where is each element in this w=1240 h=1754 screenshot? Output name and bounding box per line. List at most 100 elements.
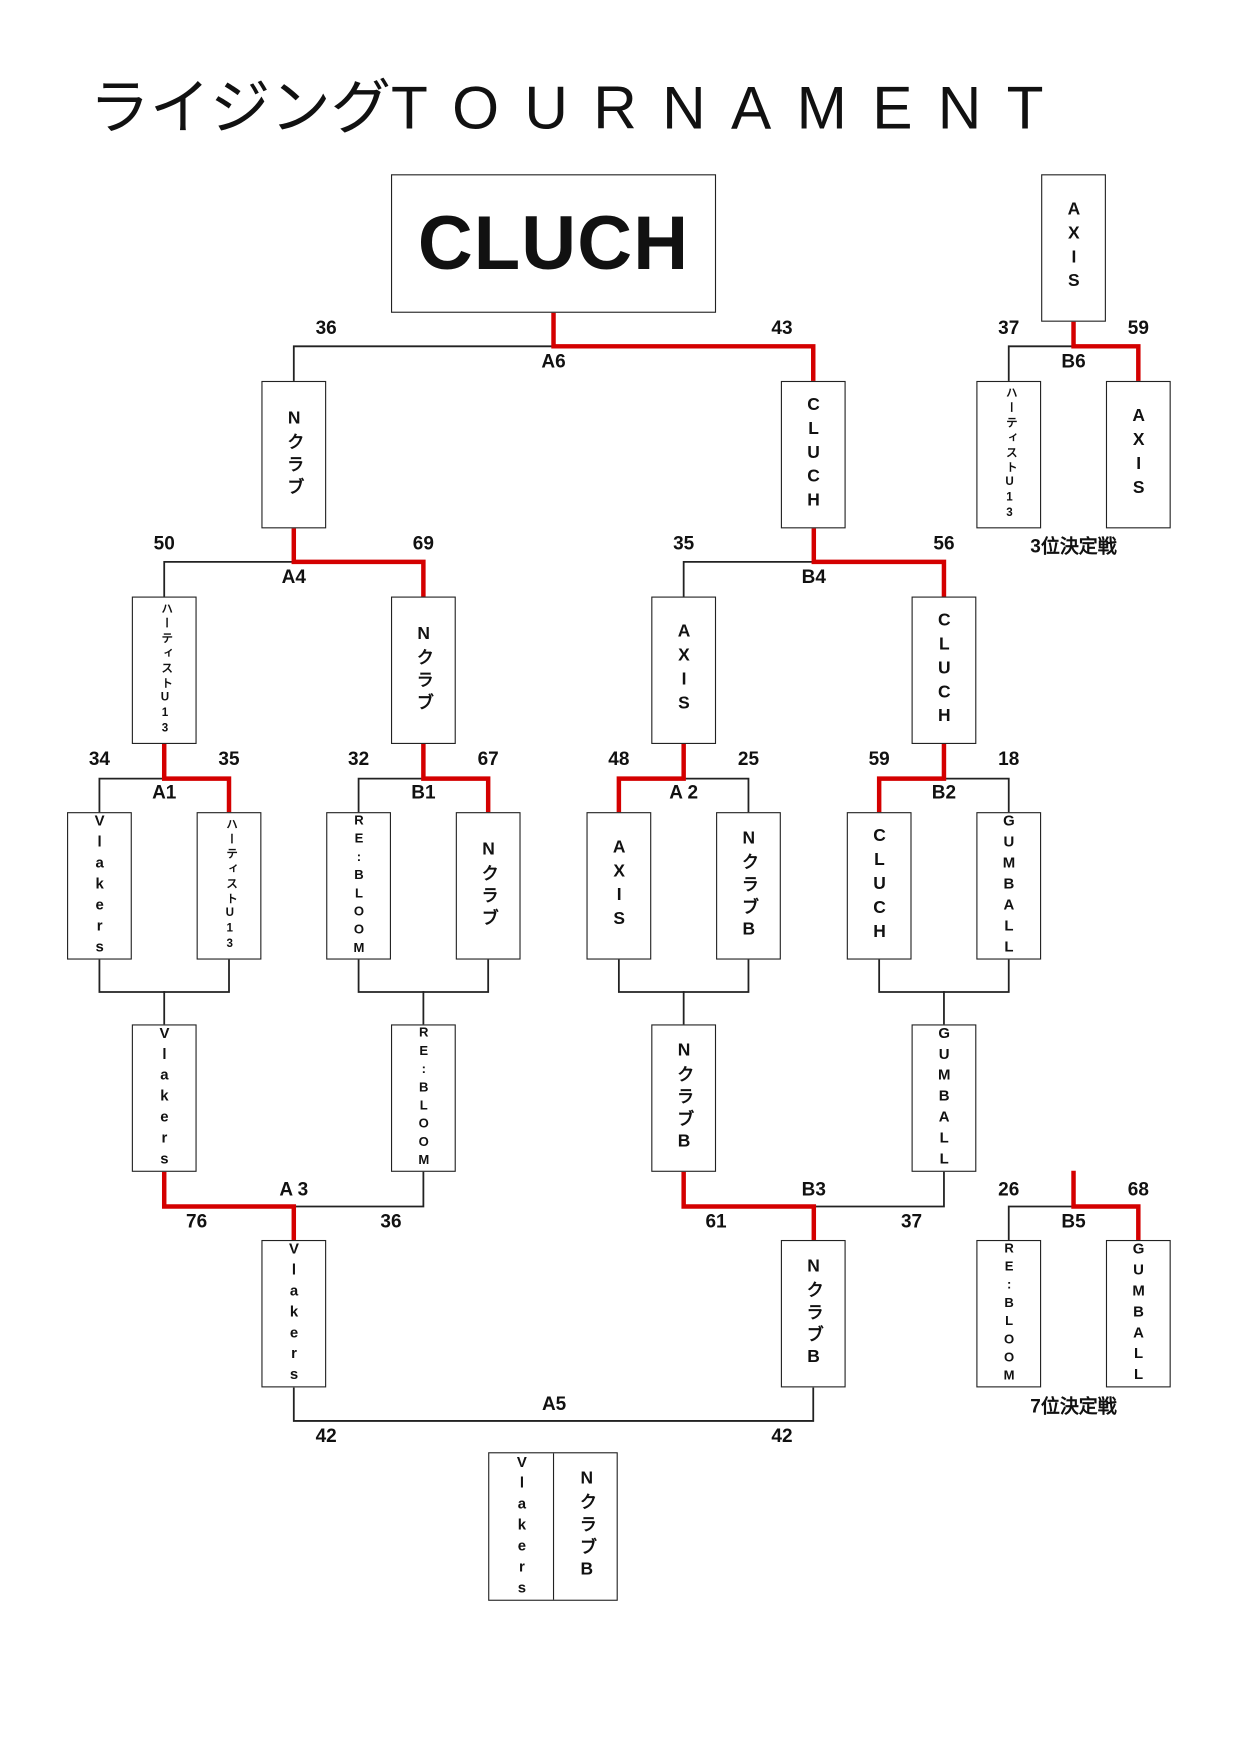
bracket-line-A5 xyxy=(292,1387,815,1422)
team-name: RE:BLOOM xyxy=(1001,1240,1017,1387)
team-box: ハーティストU13 xyxy=(976,380,1042,529)
team-name: GUMBALL xyxy=(1130,1240,1147,1388)
team-box: GUMBALL xyxy=(911,1024,977,1172)
match-label: B3 xyxy=(801,1178,826,1200)
score-left: 48 xyxy=(608,748,630,770)
team-box: AXIS xyxy=(586,812,652,960)
match-label: A1 xyxy=(152,781,177,804)
team-box: CLUCH xyxy=(780,380,846,529)
score-right: 35 xyxy=(218,748,240,770)
match-label: A6 xyxy=(541,350,566,372)
team-name: GUMBALL xyxy=(935,1024,953,1172)
team-box: RE:BLOOM xyxy=(326,812,391,960)
team-box: ハーティストU13 xyxy=(131,596,197,744)
team-name: Vlakers xyxy=(285,1240,303,1388)
team-box: NクラブB xyxy=(651,1024,717,1172)
winner-path-B4 xyxy=(811,526,947,599)
winner-path-B3 xyxy=(681,1169,817,1243)
winner-path-B1 xyxy=(421,741,491,815)
final-team-cell: Vlakers xyxy=(489,1453,554,1600)
third-place-caption: 3位決定戦 xyxy=(1030,535,1117,557)
score-left: 50 xyxy=(153,532,175,555)
final-team-cell: NクラブB xyxy=(554,1453,619,1599)
score-left: 34 xyxy=(88,748,110,770)
team-name: Nクラブ xyxy=(284,409,304,501)
score-left: 76 xyxy=(186,1210,208,1233)
team-box: NクラブB xyxy=(716,812,781,960)
team-box: ハーティストU13 xyxy=(196,812,262,960)
team-name: CLUCH xyxy=(869,826,889,946)
team-name: NクラブB xyxy=(674,1040,694,1156)
team-name: AXIS xyxy=(674,622,694,719)
team-name: CLUCH xyxy=(934,610,954,731)
score-left: 42 xyxy=(315,1425,337,1447)
score-right: 43 xyxy=(771,317,793,339)
final-result-box: Vlakers NクラブB xyxy=(488,1452,618,1601)
team-box: AXIS xyxy=(1105,380,1171,529)
team-box: RE:BLOOM xyxy=(390,1024,456,1172)
match-label: A5 xyxy=(541,1393,567,1415)
score-left: 36 xyxy=(315,317,337,339)
winner-path-A1 xyxy=(161,741,232,815)
team-box: RE:BLOOM xyxy=(976,1239,1042,1388)
team-box: Nクラブ xyxy=(455,812,521,960)
team-name: ハーティストU13 xyxy=(158,602,172,739)
score-left: 37 xyxy=(998,317,1020,339)
team-box: Vlakers xyxy=(261,1239,327,1388)
score-left: 26 xyxy=(998,1178,1020,1200)
team-name: Vlakers xyxy=(513,1453,531,1600)
team-name: RE:BLOOM xyxy=(351,813,367,959)
team-box: CLUCH xyxy=(846,812,912,960)
score-right: 69 xyxy=(412,532,434,555)
winner-path-B2 xyxy=(876,741,947,815)
third-place-winner-box: AXIS xyxy=(1041,174,1106,322)
score-right: 37 xyxy=(900,1210,923,1233)
seventh-place-caption: 7位決定戦 xyxy=(1030,1395,1117,1418)
score-left: 61 xyxy=(705,1210,727,1233)
winner-path-A2 xyxy=(616,741,686,815)
team-box: Vlakers xyxy=(131,1024,197,1172)
team-box: CLUCH xyxy=(911,596,977,744)
team-box: Nクラブ xyxy=(390,596,456,744)
match-label: B1 xyxy=(411,781,436,804)
score-right: 68 xyxy=(1127,1178,1149,1200)
score-right: 25 xyxy=(737,748,760,770)
match-label: A 3 xyxy=(279,1178,309,1200)
connector-line xyxy=(878,958,1010,993)
champion-box: CLUCH xyxy=(390,174,717,313)
team-name: Vlakers xyxy=(156,1024,173,1172)
team-name: CLUCH xyxy=(804,394,824,515)
match-label: A 2 xyxy=(669,781,699,804)
team-name: AXIS xyxy=(1064,200,1084,296)
team-name: ハーティストU13 xyxy=(1003,386,1016,523)
page-title: ライジングTOURNAMENT xyxy=(89,78,1068,139)
score-left: 59 xyxy=(868,748,890,770)
connector-line xyxy=(357,958,490,993)
team-name: Nクラブ xyxy=(479,840,498,932)
team-name: NクラブB xyxy=(739,828,759,944)
match-label: B5 xyxy=(1061,1210,1086,1233)
team-name: NクラブB xyxy=(804,1256,824,1372)
winner-path-A3 xyxy=(161,1169,297,1243)
score-right: 18 xyxy=(998,748,1020,770)
title-prefix: ライジング xyxy=(89,72,391,143)
connector-line xyxy=(98,958,230,993)
score-right: 67 xyxy=(477,748,499,770)
match-label: B2 xyxy=(931,781,957,804)
winner-path-B6 xyxy=(1071,310,1141,384)
score-right: 36 xyxy=(380,1210,402,1233)
score-right: 56 xyxy=(933,532,955,555)
team-name: AXIS xyxy=(609,838,629,934)
score-left: 32 xyxy=(348,748,370,770)
team-name: GUMBALL xyxy=(1000,812,1018,960)
team-box: Nクラブ xyxy=(261,380,327,529)
score-left: 35 xyxy=(673,532,695,555)
team-name: AXIS xyxy=(1129,406,1149,503)
connector-line xyxy=(617,958,750,993)
winner-path-A4 xyxy=(291,526,426,599)
winner-path-B5 xyxy=(1071,1170,1141,1243)
divider xyxy=(552,1453,555,1600)
team-box: GUMBALL xyxy=(1105,1239,1171,1388)
team-name: RE:BLOOM xyxy=(416,1025,432,1171)
